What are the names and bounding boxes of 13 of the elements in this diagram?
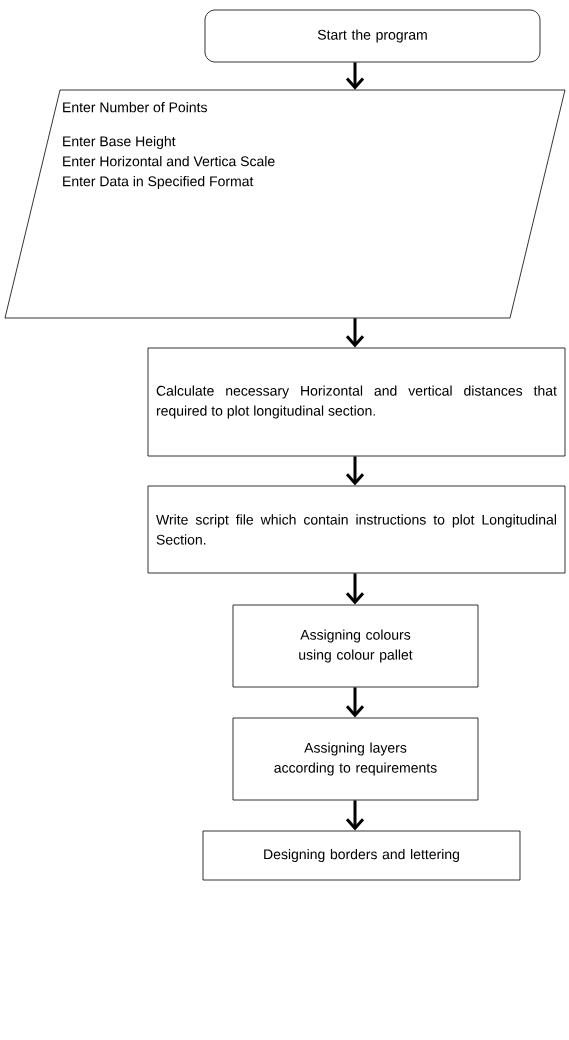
arrow: [345, 62, 365, 90]
process-box: Write script file which contain instructions to plot Longitudinal Section.: [147, 485, 566, 574]
arrow: [345, 687, 365, 718]
arrow: [345, 800, 365, 831]
arrow: [345, 456, 365, 486]
process-box: Assigning colours using colour pallet: [232, 604, 479, 688]
process-box: Assigning layers according to requirements: [232, 717, 479, 801]
terminal-box: Start the program: [204, 9, 541, 63]
input-parallelogram: Enter Number of Points Enter Base Height Enter Horizontal and Vertica Scale Enter Data in Specified Format: [4, 89, 566, 319]
process-box: Designing borders and lettering: [202, 830, 521, 881]
arrow: [345, 318, 365, 348]
arrow: [345, 573, 365, 605]
process-box: Calculate necessary Horizontal and vertical distances that required to plot longitudinal section.: [147, 347, 566, 457]
